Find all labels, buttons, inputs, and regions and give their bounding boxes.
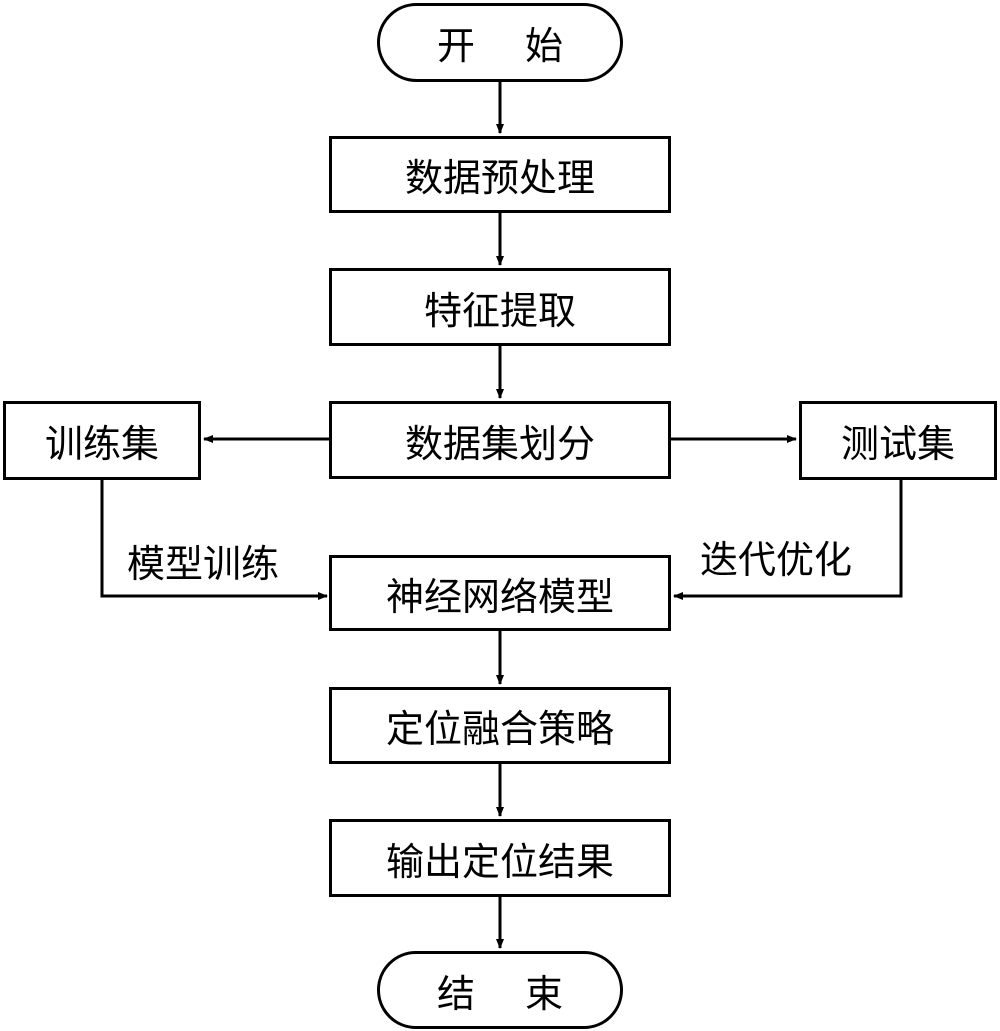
fusion-strategy-label: 定位融合策略	[385, 707, 614, 751]
end-terminal: 结束	[377, 951, 623, 1029]
train-set-box: 训练集	[3, 401, 201, 480]
iterative-optimization-label: 迭代优化	[700, 538, 853, 582]
feature-extraction-label: 特征提取	[423, 288, 576, 333]
start-label: 开始	[436, 24, 613, 68]
output-result-box: 输出定位结果	[329, 819, 671, 897]
model-training-label: 模型训练	[127, 542, 280, 586]
feature-extraction-box: 特征提取	[329, 268, 671, 346]
test-set-label: 测试集	[840, 422, 955, 466]
arrow-test-set-to-model	[673, 480, 903, 600]
dataset-split-box: 数据集划分	[329, 401, 671, 479]
neural-network-model-box: 神经网络模型	[329, 555, 671, 631]
output-result-label: 输出定位结果	[385, 839, 614, 884]
test-set-box: 测试集	[799, 401, 997, 480]
arrow-train-set-to-model	[100, 480, 328, 600]
fusion-strategy-box: 定位融合策略	[329, 687, 671, 764]
dataset-split-label: 数据集划分	[404, 421, 595, 466]
start-terminal: 开始	[377, 3, 623, 82]
preprocess-label: 数据预处理	[404, 156, 595, 200]
train-set-label: 训练集	[44, 422, 159, 466]
neural-network-model-label: 神经网络模型	[385, 574, 614, 619]
end-label: 结束	[436, 971, 613, 1016]
preprocess-box: 数据预处理	[329, 136, 671, 213]
